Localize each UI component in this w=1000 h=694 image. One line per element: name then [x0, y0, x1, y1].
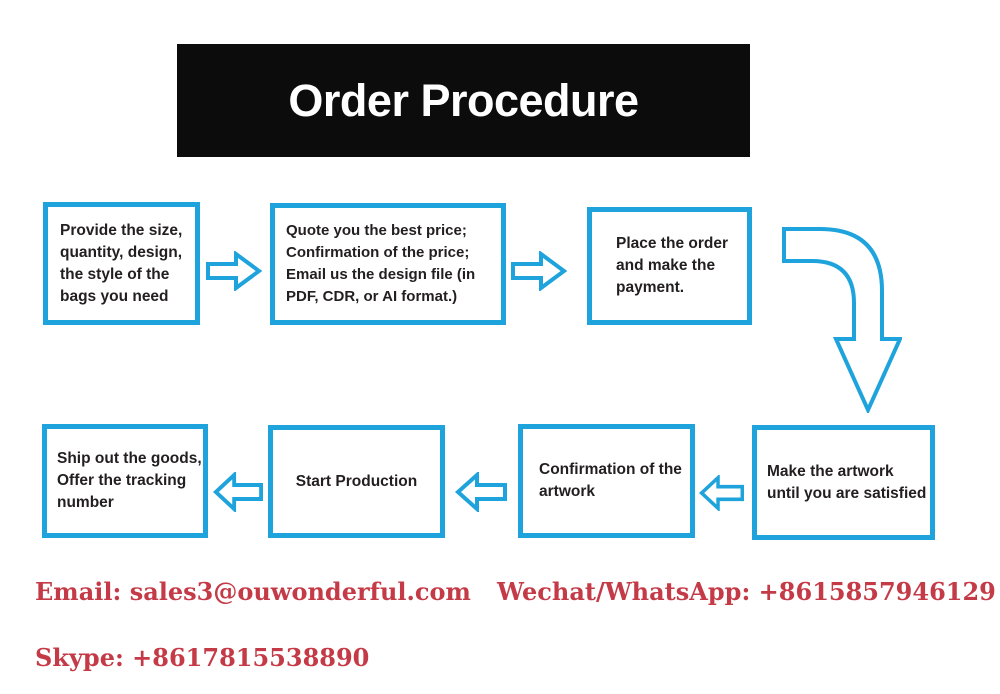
contact-skype: Skype: +8617815538890 [35, 643, 370, 672]
step-text-quote-price: Quote you the best price; Confirmation o… [286, 222, 476, 305]
step-text-confirm-artwork: Confirmation of the artwork [539, 461, 682, 500]
step-box-ship-goods: Ship out the goods, Offer the tracking n… [42, 424, 208, 538]
arrow-bend-down-icon [782, 225, 902, 413]
step-text-provide-details: Provide the size, quantity, design, the … [60, 221, 183, 305]
step-text-place-order: Place the order and make the payment. [616, 235, 728, 296]
arrow-right-icon [511, 251, 567, 291]
step-box-start-production: Start Production [268, 425, 445, 538]
page-title: Order Procedure [288, 74, 639, 126]
arrow-right-icon [206, 251, 262, 291]
arrow-left-icon [699, 475, 744, 511]
step-box-confirm-artwork: Confirmation of the artwork [518, 424, 695, 538]
step-box-provide-details: Provide the size, quantity, design, the … [43, 202, 200, 325]
step-text-ship-goods: Ship out the goods, Offer the tracking n… [57, 450, 202, 511]
step-text-make-artwork: Make the artwork until you are satisfied [767, 462, 927, 502]
title-banner: Order Procedure [177, 44, 750, 157]
step-text-start-production: Start Production [295, 472, 418, 490]
step-box-place-order: Place the order and make the payment. [587, 207, 752, 325]
step-box-make-artwork: Make the artwork until you are satisfied [752, 425, 935, 540]
step-box-quote-price: Quote you the best price; Confirmation o… [270, 203, 506, 325]
arrow-left-icon [455, 472, 507, 512]
contact-email: Email: sales3@ouwonderful.com [35, 577, 471, 606]
arrow-left-icon [213, 472, 263, 512]
contact-wechat-whatsapp: Wechat/WhatsApp: +8615857946129 [497, 577, 996, 606]
